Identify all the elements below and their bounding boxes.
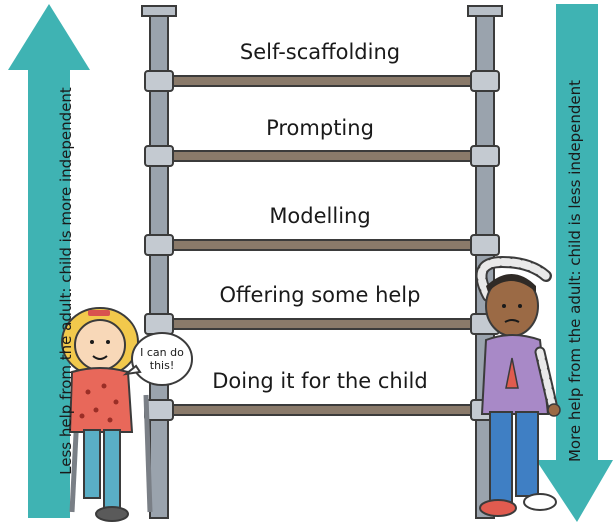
rung-1	[144, 145, 500, 167]
rung-4	[144, 399, 500, 421]
left-up-arrow	[8, 4, 90, 518]
girl-with-crutches-illustration	[61, 307, 153, 522]
rung-label-prompting: Prompting	[266, 116, 374, 140]
rung-label-self-scaffolding: Self-scaffolding	[239, 40, 401, 64]
boy-thinking-illustration	[475, 255, 561, 517]
rung-label-modelling: Modelling	[269, 204, 371, 228]
speech-bubble	[122, 332, 193, 386]
speech-bubble-text: I can do this!	[140, 346, 184, 372]
rung-3	[144, 313, 500, 335]
ladder-rungs	[144, 70, 500, 421]
more-help-arrow-label: More help from the adult: child is less …	[566, 79, 584, 463]
right-down-arrow	[536, 4, 613, 522]
rung-0	[144, 70, 500, 92]
rung-label-offering-some-help: Offering some help	[219, 283, 421, 307]
rung-label-doing-it-for-the-child: Doing it for the child	[212, 369, 428, 393]
rung-2	[144, 234, 500, 256]
less-help-arrow-label: Less help from the adult: child is more …	[57, 87, 75, 475]
